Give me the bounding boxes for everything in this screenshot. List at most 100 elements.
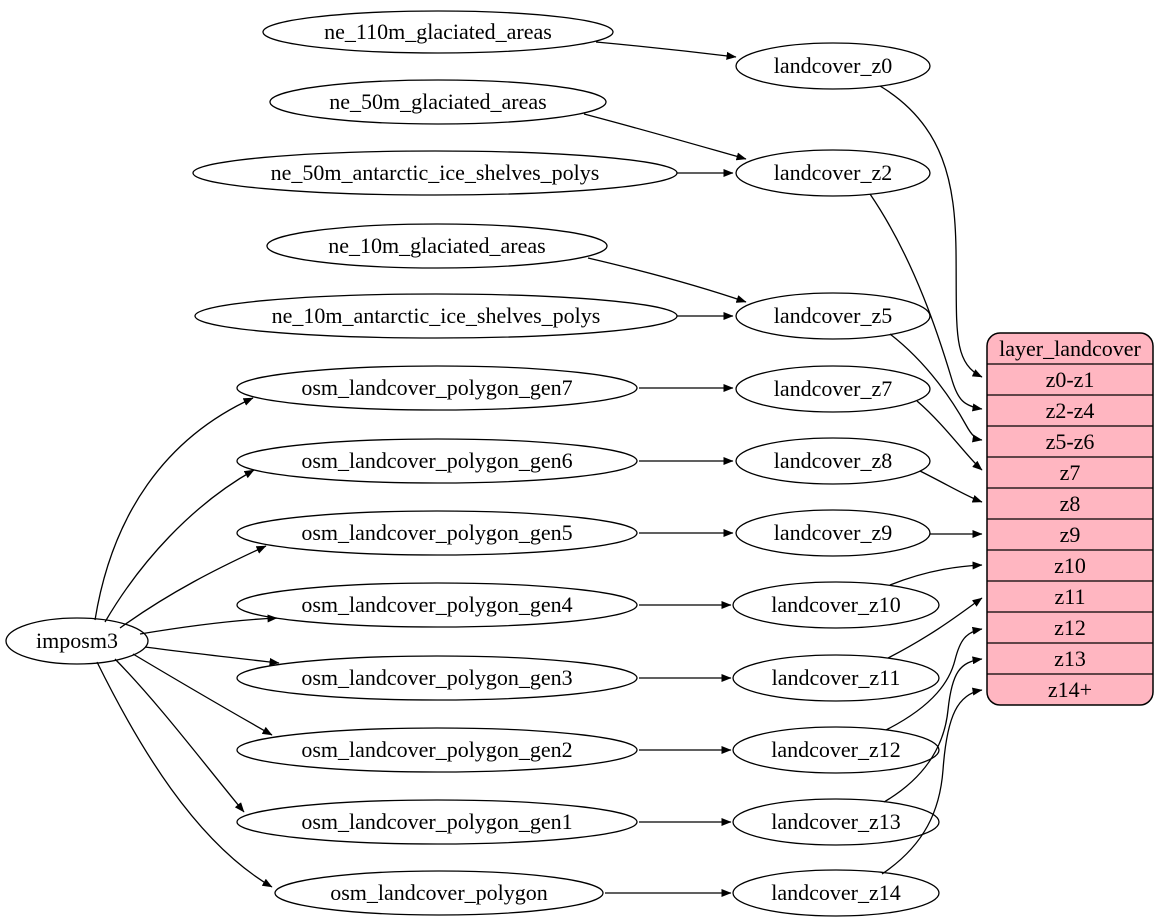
edge-z14-to-row-z14plus — [881, 687, 983, 875]
node-osm-landcover-polygon-gen1: osm_landcover_polygon_gen1 — [236, 799, 638, 845]
layer-row-z14plus: z14+ — [1048, 677, 1092, 702]
ne-110m-glaciated-areas-label: ne_110m_glaciated_areas — [324, 19, 552, 44]
landcover-z12-ellipse — [732, 726, 940, 774]
layer-row-z10: z10 — [1054, 553, 1086, 578]
ne-10m-glaciated-areas-ellipse — [266, 223, 608, 269]
node-ne-50m-antarctic-ice-shelves-polys: ne_50m_antarctic_ice_shelves_polys — [192, 150, 678, 196]
node-landcover-z8: landcover_z8 — [735, 437, 931, 485]
node-ne-10m-glaciated-areas: ne_10m_glaciated_areas — [266, 223, 608, 269]
landcover-z8-ellipse — [735, 437, 931, 485]
landcover-z5-ellipse — [735, 292, 931, 340]
graph-nodes: imposm3 ne_110m_glaciated_areas ne_50m_g… — [5, 10, 940, 917]
osm-landcover-polygon-label: osm_landcover_polygon — [330, 880, 548, 905]
edge-imposm3-to-gen3 — [144, 646, 280, 666]
osm-landcover-polygon-gen1-ellipse — [236, 799, 638, 845]
osm-landcover-polygon-ellipse — [274, 870, 604, 916]
node-osm-landcover-polygon-gen4: osm_landcover_polygon_gen4 — [236, 582, 638, 628]
ne-50m-glaciated-areas-label: ne_50m_glaciated_areas — [329, 89, 546, 114]
graph-edges — [94, 41, 983, 897]
edge-z5-to-row-z5-z6 — [889, 333, 983, 443]
osm-landcover-polygon-gen5-label: osm_landcover_polygon_gen5 — [301, 520, 572, 545]
layer-row-z7: z7 — [1060, 460, 1081, 485]
node-imposm3: imposm3 — [5, 617, 149, 665]
landcover-z13-label: landcover_z13 — [771, 809, 901, 834]
node-osm-landcover-polygon: osm_landcover_polygon — [274, 870, 604, 916]
node-landcover-z0: landcover_z0 — [735, 42, 931, 90]
osm-landcover-polygon-gen1-label: osm_landcover_polygon_gen1 — [301, 809, 572, 834]
edge-z7-to-row-z7 — [916, 400, 983, 471]
edge-z8-to-row-z8 — [919, 470, 983, 503]
edge-imposm3-to-gen7 — [94, 397, 254, 621]
layer-row-z0-z1: z0-z1 — [1046, 367, 1095, 392]
edge-z11-to-row-z11 — [887, 597, 983, 659]
node-landcover-z13: landcover_z13 — [732, 798, 940, 846]
landcover-z11-label: landcover_z11 — [772, 665, 901, 690]
osm-landcover-polygon-gen2-label: osm_landcover_polygon_gen2 — [301, 737, 572, 762]
layer-row-z13: z13 — [1054, 646, 1086, 671]
node-osm-landcover-polygon-gen2: osm_landcover_polygon_gen2 — [236, 727, 638, 773]
edge-z2-to-row-z2-z4 — [869, 193, 983, 412]
edge-imposm3-to-gen1 — [114, 658, 245, 813]
landcover-z11-ellipse — [732, 654, 940, 702]
osm-landcover-polygon-gen2-ellipse — [236, 727, 638, 773]
edge-imposm3-to-polygon — [96, 661, 273, 888]
osm-landcover-polygon-gen4-ellipse — [236, 582, 638, 628]
imposm3-label: imposm3 — [36, 628, 118, 653]
edge-imposm3-to-gen4 — [139, 614, 278, 635]
node-ne-50m-glaciated-areas: ne_50m_glaciated_areas — [269, 79, 607, 125]
edge-ne-110m-glaciated-to-z0 — [595, 41, 737, 60]
landcover-z5-label: landcover_z5 — [774, 303, 893, 328]
node-landcover-z10: landcover_z10 — [732, 581, 940, 629]
layer-landcover-row-separators — [987, 363, 1153, 675]
osm-landcover-polygon-gen7-label: osm_landcover_polygon_gen7 — [301, 375, 572, 400]
landcover-z9-ellipse — [735, 509, 931, 557]
landcover-z7-ellipse — [735, 365, 931, 413]
landcover-z10-ellipse — [732, 581, 940, 629]
layer-row-z2-z4: z2-z4 — [1046, 398, 1095, 423]
landcover-z8-label: landcover_z8 — [774, 448, 893, 473]
layer-row-z11: z11 — [1055, 584, 1086, 609]
edge-imposm3-to-gen2 — [132, 653, 273, 736]
edge-ne-50m-glaciated-to-z2 — [583, 113, 747, 161]
landcover-z2-label: landcover_z2 — [774, 160, 893, 185]
landcover-z13-ellipse — [732, 798, 940, 846]
edge-imposm3-to-gen5 — [119, 545, 267, 629]
node-landcover-z5: landcover_z5 — [735, 292, 931, 340]
ne-50m-glaciated-areas-ellipse — [269, 79, 607, 125]
landcover-z0-label: landcover_z0 — [774, 53, 893, 78]
landcover-z7-label: landcover_z7 — [774, 376, 893, 401]
layer-row-z9: z9 — [1060, 522, 1081, 547]
osm-landcover-polygon-gen7-ellipse — [236, 365, 638, 411]
osm-landcover-polygon-gen3-ellipse — [236, 655, 638, 701]
osm-landcover-polygon-gen4-label: osm_landcover_polygon_gen4 — [301, 592, 572, 617]
node-layer-landcover-table: layer_landcover z0-z1 z2-z4 z5-z6 z7 z8 … — [986, 332, 1154, 706]
landcover-z12-label: landcover_z12 — [771, 737, 901, 762]
node-osm-landcover-polygon-gen5: osm_landcover_polygon_gen5 — [236, 510, 638, 556]
node-ne-110m-glaciated-areas: ne_110m_glaciated_areas — [262, 10, 614, 54]
ne-50m-antarctic-ice-shelves-polys-label: ne_50m_antarctic_ice_shelves_polys — [271, 160, 600, 185]
node-osm-landcover-polygon-gen7: osm_landcover_polygon_gen7 — [236, 365, 638, 411]
edge-z13-to-row-z13 — [883, 656, 983, 803]
imposm3-ellipse — [5, 617, 149, 665]
node-landcover-z11: landcover_z11 — [732, 654, 940, 702]
ne-10m-antarctic-ice-shelves-polys-label: ne_10m_antarctic_ice_shelves_polys — [272, 303, 601, 328]
landcover-z10-label: landcover_z10 — [771, 592, 901, 617]
landcover-z2-ellipse — [735, 149, 931, 197]
osm-landcover-polygon-gen5-ellipse — [236, 510, 638, 556]
layer-row-z12: z12 — [1054, 615, 1086, 640]
layer-row-z8: z8 — [1060, 491, 1081, 516]
layer-row-z5-z6: z5-z6 — [1046, 429, 1095, 454]
node-ne-10m-antarctic-ice-shelves-polys: ne_10m_antarctic_ice_shelves_polys — [194, 293, 678, 339]
node-landcover-z14: landcover_z14 — [732, 869, 940, 917]
layer-landcover-title: layer_landcover — [999, 336, 1141, 361]
node-landcover-z12: landcover_z12 — [732, 726, 940, 774]
node-landcover-z9: landcover_z9 — [735, 509, 931, 557]
landcover-z14-label: landcover_z14 — [771, 880, 901, 905]
osm-landcover-polygon-gen6-ellipse — [236, 438, 638, 484]
edge-imposm3-to-gen6 — [104, 469, 255, 623]
node-landcover-z7: landcover_z7 — [735, 365, 931, 413]
osm-landcover-polygon-gen6-label: osm_landcover_polygon_gen6 — [301, 448, 572, 473]
node-osm-landcover-polygon-gen3: osm_landcover_polygon_gen3 — [236, 655, 638, 701]
